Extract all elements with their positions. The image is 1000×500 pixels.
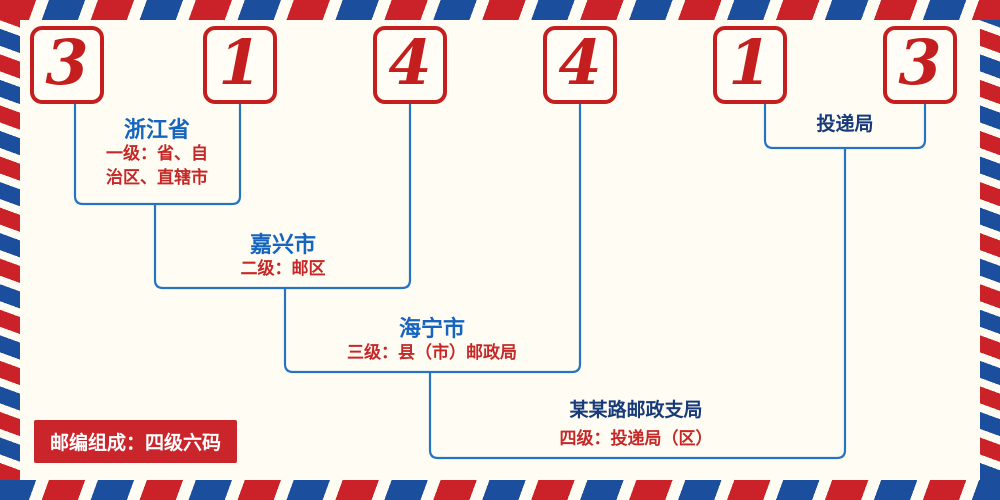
digit-5: 1 (728, 26, 772, 99)
level1-description: 一级：省、自 治区、直辖市 (106, 143, 208, 191)
airmail-border-right (980, 20, 1000, 480)
digit-4: 4 (558, 26, 602, 99)
level4-branch-name: 某某路邮政支局 (569, 399, 703, 421)
airmail-border-top (0, 0, 1000, 20)
level2-city-name: 嘉兴市 (249, 233, 317, 258)
footer-badge: 邮编组成：四级六码 (34, 420, 238, 463)
level4-description: 四级：投递局（区） (559, 429, 713, 449)
digit-box-2: 1 (203, 26, 277, 104)
digit-6: 3 (898, 26, 942, 99)
digit-box-6: 3 (883, 26, 957, 104)
delivery-office-label: 投递局 (816, 113, 874, 135)
airmail-border-left (0, 20, 20, 480)
digit-box-4: 4 (543, 26, 617, 104)
digit-box-1: 3 (30, 26, 104, 104)
level1-province-name: 浙江省 (123, 118, 191, 143)
level2-description: 二级：邮区 (240, 259, 326, 279)
digit-2: 1 (218, 26, 262, 99)
digit-1: 3 (45, 26, 89, 99)
level1-description-line2: 治区、直辖市 (106, 167, 208, 188)
level3-description: 三级：县（市）邮政局 (347, 343, 517, 363)
digit-box-5: 1 (713, 26, 787, 104)
airmail-border-bottom (0, 480, 1000, 500)
digit-box-3: 4 (373, 26, 447, 104)
level1-description-line1: 一级：省、自 (106, 144, 208, 164)
digit-3: 4 (388, 26, 432, 99)
level3-city-name: 海宁市 (398, 317, 466, 342)
